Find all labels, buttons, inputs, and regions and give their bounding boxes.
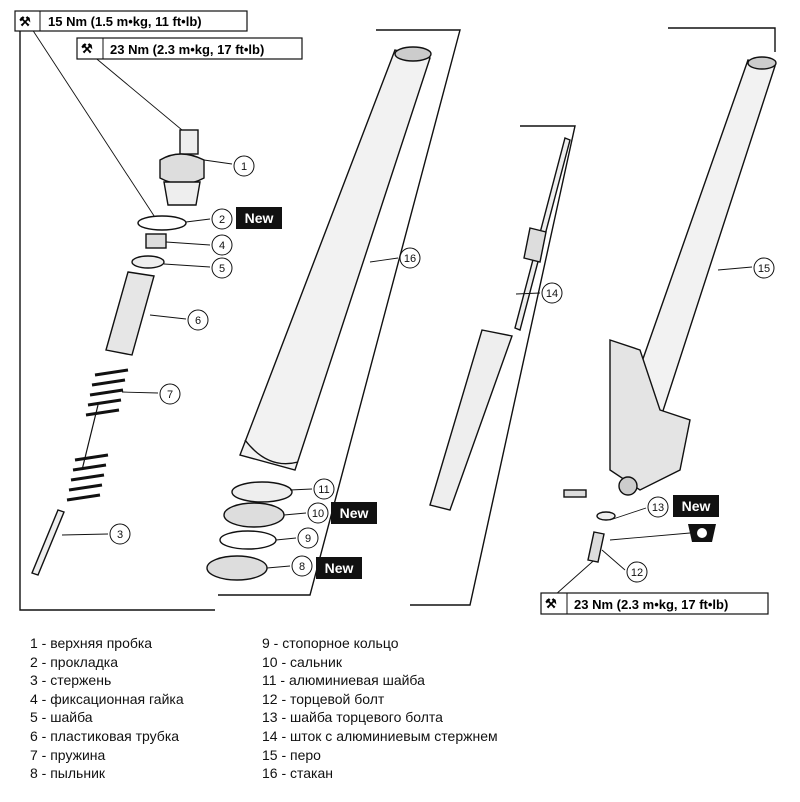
legend-item: 8 - пыльник	[30, 765, 106, 782]
callout-13: 13	[647, 496, 669, 518]
frame-inner-tube	[218, 29, 461, 596]
legend-item: 7 - пружина	[30, 746, 106, 763]
end-bolt-part	[587, 531, 605, 563]
svg-text:6: 6	[195, 315, 201, 327]
svg-text:New: New	[682, 498, 711, 514]
legend-item: 3 - стержень	[30, 672, 112, 689]
new-badge-8: New	[316, 557, 362, 579]
legend-item: 2 - прокладка	[30, 653, 119, 670]
torque-spec-end-bolt: ⚒ 23 Nm (2.3 m•kg, 17 ft•lb)	[540, 592, 769, 615]
frame-outer-tube	[668, 27, 776, 52]
legend-item: 10 - сальник	[262, 653, 342, 670]
svg-text:9: 9	[305, 533, 311, 545]
oil-seal-part	[223, 502, 285, 528]
new-badge-2: New	[236, 207, 282, 229]
svg-text:5: 5	[219, 263, 225, 275]
outer-tube-part	[609, 56, 777, 496]
legend-item: 11 - алюминиевая шайба	[262, 672, 425, 689]
callout-14: 14	[541, 282, 563, 304]
svg-text:15: 15	[758, 263, 770, 275]
legend-item: 1 - верхняя пробка	[30, 635, 153, 651]
svg-text:11: 11	[318, 484, 329, 496]
svg-text:New: New	[325, 560, 354, 576]
bolt-washer-part	[596, 511, 616, 521]
svg-text:12: 12	[631, 567, 643, 579]
frame-left	[19, 25, 215, 611]
plastic-tube-part	[105, 271, 155, 356]
legend-item: 12 - торцевой болт	[262, 690, 385, 707]
svg-text:10: 10	[312, 508, 324, 520]
legend-right-column: 9 - стопорное кольцо 10 - сальник 11 - а…	[262, 634, 498, 783]
svg-text:16: 16	[404, 253, 416, 265]
torque-text-top2: 23 Nm (2.3 m•kg, 17 ft•lb)	[110, 42, 264, 57]
legend-item: 14 - шток с алюминиевым стержнем	[262, 727, 498, 744]
callout-11: 11	[313, 478, 335, 500]
svg-text:14: 14	[546, 288, 558, 300]
top-cap-part	[159, 129, 205, 206]
torque-spec-lock-nut: ⚒ 23 Nm (2.3 m•kg, 17 ft•lb)	[76, 37, 303, 60]
svg-text:3: 3	[117, 529, 123, 541]
wrench-icon: ⚒	[545, 596, 557, 611]
svg-text:New: New	[340, 505, 369, 521]
gasket-part	[137, 215, 187, 231]
fork-exploded-diagram: ⚒ 15 Nm (1.5 m•kg, 11 ft•lb) ⚒ 23 Nm (2.…	[14, 10, 777, 615]
torque-text-top1: 15 Nm (1.5 m•kg, 11 ft•lb)	[48, 14, 202, 29]
legend-item: 5 - шайба	[30, 709, 93, 726]
washer-part	[131, 255, 165, 269]
svg-text:8: 8	[299, 561, 305, 573]
legend-item: 9 - стопорное кольцо	[262, 635, 399, 651]
rod-part	[31, 509, 65, 576]
callout-9: 9	[297, 527, 319, 549]
aluminum-washer-part	[231, 481, 293, 503]
callout-3: 3	[109, 523, 131, 545]
legend-item: 6 - пластиковая трубка	[30, 727, 180, 744]
legend-item: 13 - шайба торцевого болта	[262, 709, 443, 726]
frame-rod	[410, 125, 576, 606]
callout-7: 7	[159, 383, 181, 405]
legend-item: 15 - перо	[262, 746, 321, 763]
wrench-icon: ⚒	[19, 14, 31, 29]
wrench-icon: ⚒	[81, 41, 93, 56]
torque-spec-top-cap: ⚒ 15 Nm (1.5 m•kg, 11 ft•lb)	[14, 10, 248, 32]
svg-text:2: 2	[219, 214, 225, 226]
svg-text:13: 13	[652, 502, 664, 514]
callout-6: 6	[187, 309, 209, 331]
dust-seal-part	[206, 555, 268, 581]
callout-15: 15	[753, 257, 775, 279]
new-badge-13: New	[673, 495, 719, 517]
callout-1: 1	[233, 155, 255, 177]
damper-rod-part	[429, 137, 571, 511]
allen-bolt-part	[563, 489, 587, 498]
callout-8: 8	[291, 555, 313, 577]
legend-item: 16 - стакан	[262, 765, 334, 782]
legend-item: 4 - фиксационная гайка	[30, 690, 184, 707]
lock-nut-part	[145, 233, 167, 249]
callout-4: 4	[211, 234, 233, 256]
svg-text:1: 1	[241, 161, 247, 173]
svg-text:7: 7	[167, 389, 173, 401]
torque-text-bottom: 23 Nm (2.3 m•kg, 17 ft•lb)	[574, 597, 728, 612]
legend-left-column: 1 - верхняя пробка 2 - прокладка 3 - сте…	[30, 634, 184, 783]
callout-5: 5	[211, 257, 233, 279]
callout-16: 16	[399, 247, 421, 269]
callout-2: 2	[211, 208, 233, 230]
svg-text:4: 4	[219, 240, 225, 252]
new-badge-10: New	[331, 502, 377, 524]
circlip-part	[219, 530, 277, 550]
callout-12: 12	[626, 561, 648, 583]
callout-10: 10	[307, 502, 329, 524]
threadlock-icon	[688, 524, 716, 542]
svg-text:New: New	[245, 210, 274, 226]
spring-part	[66, 368, 129, 502]
